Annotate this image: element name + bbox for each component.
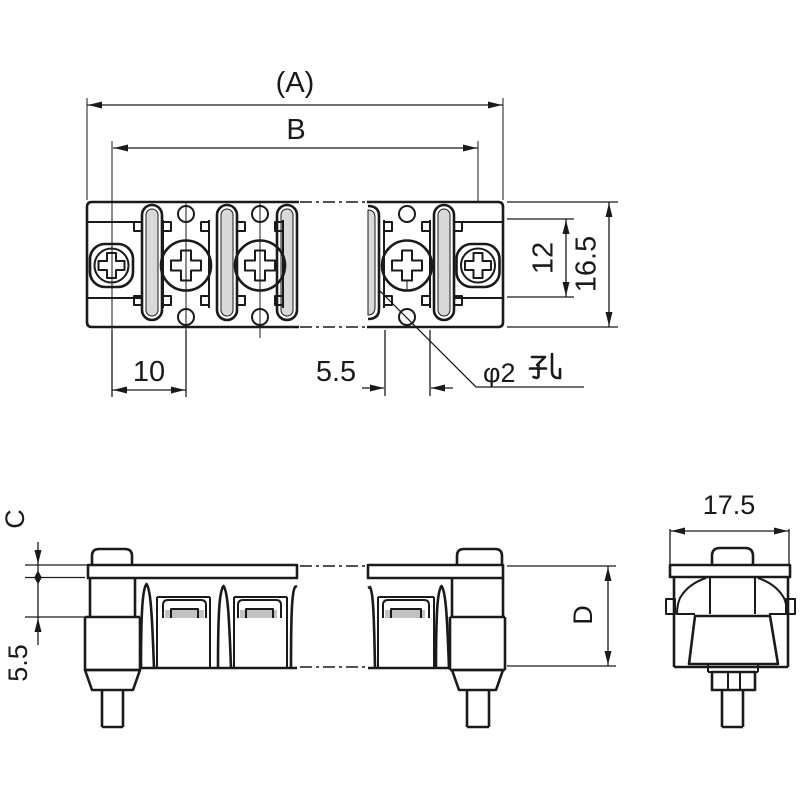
right-terminal-column	[448, 578, 507, 729]
clamp-area-left	[139, 582, 298, 670]
terminal-unit-2	[233, 205, 287, 326]
end-view: 17.5 D	[507, 490, 796, 729]
dim-12-label: 12	[528, 242, 560, 274]
right-end-cap	[453, 221, 503, 306]
dim-17-5-label: 17.5	[703, 490, 756, 520]
terminal-unit-1	[159, 205, 213, 326]
break-lines-side-view	[300, 565, 366, 668]
mounting-screw-left	[88, 242, 135, 289]
dim-a-label: (A)	[276, 67, 315, 99]
clamp-finger-partial	[367, 585, 377, 669]
dim-16-5-label: 16.5	[571, 236, 603, 292]
hole-callout-label: φ2	[483, 358, 516, 388]
mounting-screw-right	[455, 242, 501, 289]
kanji-hole-glyph	[528, 352, 562, 380]
dimension-pocket-width: 5.5	[316, 330, 453, 396]
dim-b-label: B	[286, 114, 305, 146]
dim-5-5-top-label: 5.5	[316, 356, 356, 388]
end-body	[665, 577, 796, 729]
clamp-finger	[216, 584, 233, 669]
terminal-clip-band	[240, 610, 277, 618]
end-flange	[668, 563, 792, 579]
dimension-flange-thickness: C 5.5	[0, 509, 88, 682]
dim-5-5-side-label: 5.5	[3, 644, 33, 682]
side-view: C 5.5	[0, 509, 507, 729]
terminal-unit-3	[380, 205, 434, 326]
terminal-clip-band	[165, 610, 204, 618]
clamp-finger	[139, 582, 156, 669]
dimension-body-height: 16.5	[507, 201, 618, 328]
terminal-clip-band	[385, 610, 425, 618]
top-view-body-outline	[85, 200, 505, 329]
dimension-terminal-pitch: 10	[111, 330, 187, 397]
clamp-finger	[434, 584, 451, 669]
dim-d-label: D	[568, 605, 598, 625]
end-screw-head	[710, 546, 755, 565]
left-end-cap	[87, 221, 143, 306]
hex-nut	[710, 670, 757, 692]
dimension-mount-span: B	[113, 114, 478, 152]
dimension-end-width: 17.5	[669, 490, 790, 564]
clamp-area-right	[367, 584, 451, 670]
break-lines-top-view	[300, 201, 366, 328]
dim-10-label: 10	[133, 356, 165, 388]
terminal-slots	[140, 203, 456, 322]
dimension-end-height: D	[507, 565, 616, 667]
clamp-finger-partial	[289, 584, 298, 669]
hole-callout: φ2	[379, 290, 584, 388]
clamp-wedge	[687, 614, 780, 666]
dimension-inner-height: 12	[507, 218, 574, 298]
screw-head-right	[455, 547, 504, 565]
terminal-pin	[720, 690, 745, 729]
side-ear-left	[665, 598, 676, 615]
left-terminal-column	[83, 578, 142, 729]
dimension-overall-length: (A)	[87, 67, 503, 109]
side-view-flange	[86, 563, 505, 580]
screw-head-left	[90, 547, 134, 565]
dim-c-label: C	[0, 509, 30, 529]
top-view: (A) B 16.5 12	[85, 67, 618, 397]
